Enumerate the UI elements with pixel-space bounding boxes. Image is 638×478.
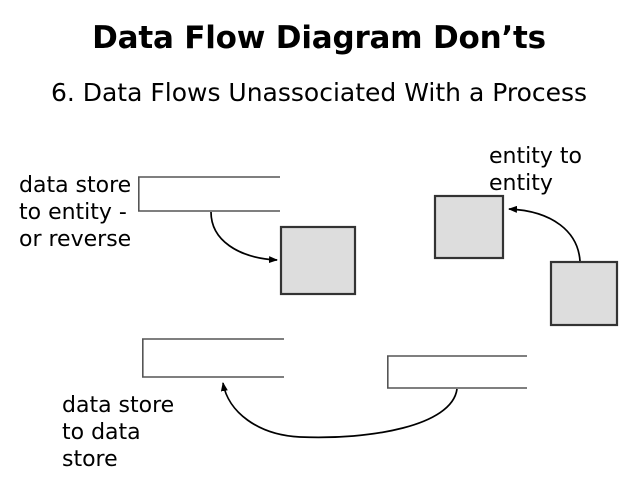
label-data-store-to-entity: data store to entity - or reverse [19,173,132,252]
flow-datastore-to-datastore [220,382,458,439]
entity-upper-right [433,194,505,260]
page-subtitle: 6. Data Flows Unassociated With a Proces… [50,78,588,107]
flow-entity-to-entity [508,205,581,262]
entity-lower-right [549,260,619,327]
process-center [279,225,357,296]
datastore-bottom-right [386,355,527,389]
flow-datastore-to-process [210,211,278,264]
datastore-top-left [138,176,280,212]
label-data-store-to-data-store: data store to data store [62,393,175,472]
page-title: Data Flow Diagram Don’ts [92,20,546,56]
label-entity-to-entity: entity to entity [489,144,582,196]
datastore-bottom-left [142,338,284,378]
